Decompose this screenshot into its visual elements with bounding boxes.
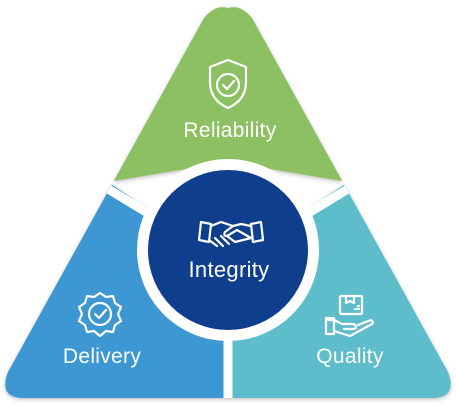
label-quality: Quality <box>316 345 384 368</box>
shield-check-icon <box>208 58 248 110</box>
seal-check-icon <box>77 291 123 338</box>
label-reliability: Reliability <box>183 119 276 142</box>
label-delivery: Delivery <box>63 345 141 368</box>
handshake-icon <box>197 220 265 248</box>
center-circle <box>148 170 308 330</box>
label-integrity: Integrity <box>189 257 270 282</box>
box-in-hand-icon <box>324 294 374 338</box>
